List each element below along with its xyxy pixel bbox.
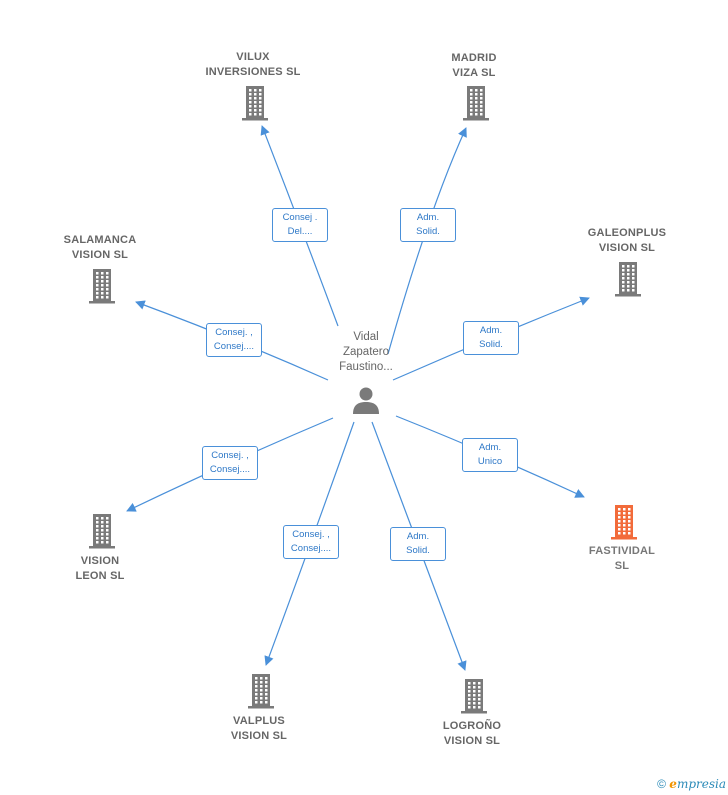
- company-name[interactable]: VISION LEON SL: [75, 555, 125, 582]
- relation-label[interactable]: Consej. , Consej....: [202, 446, 258, 480]
- company-name[interactable]: SALAMANCA VISION SL: [63, 234, 137, 261]
- relation-label[interactable]: Consej . Del....: [272, 208, 328, 242]
- relation-label[interactable]: Consej. , Consej....: [283, 525, 339, 559]
- relation-label[interactable]: Adm. Solid.: [390, 527, 446, 561]
- company-name[interactable]: GALEONPLUS VISION SL: [587, 227, 667, 254]
- company-name[interactable]: VALPLUS VISION SL: [230, 715, 288, 742]
- building-icon[interactable]: [611, 261, 645, 297]
- building-icon[interactable]: [85, 268, 119, 304]
- relation-label[interactable]: Adm. Unico: [462, 438, 518, 472]
- relation-label[interactable]: Adm. Solid.: [463, 321, 519, 355]
- relation-label[interactable]: Adm. Solid.: [400, 208, 456, 242]
- person-icon[interactable]: [350, 384, 382, 416]
- center-person-name[interactable]: Vidal Zapatero Faustino...: [339, 331, 393, 373]
- company-name[interactable]: MADRID VIZA SL: [451, 52, 497, 79]
- building-icon[interactable]: [244, 673, 278, 709]
- relation-label[interactable]: Consej. , Consej....: [206, 323, 262, 357]
- footer-brand: © empresia: [657, 777, 726, 791]
- company-name[interactable]: VILUX INVERSIONES SL: [205, 51, 301, 78]
- building-icon[interactable]: [238, 85, 272, 121]
- building-icon[interactable]: [459, 85, 493, 121]
- building-icon[interactable]: [85, 513, 119, 549]
- company-name[interactable]: FASTIVIDAL SL: [588, 545, 656, 572]
- copyright-symbol: ©: [657, 777, 666, 791]
- company-name[interactable]: LOGROÑO VISION SL: [442, 720, 502, 747]
- building-icon[interactable]: [607, 504, 641, 540]
- brand-logo[interactable]: empresia: [669, 777, 726, 791]
- building-icon[interactable]: [457, 678, 491, 714]
